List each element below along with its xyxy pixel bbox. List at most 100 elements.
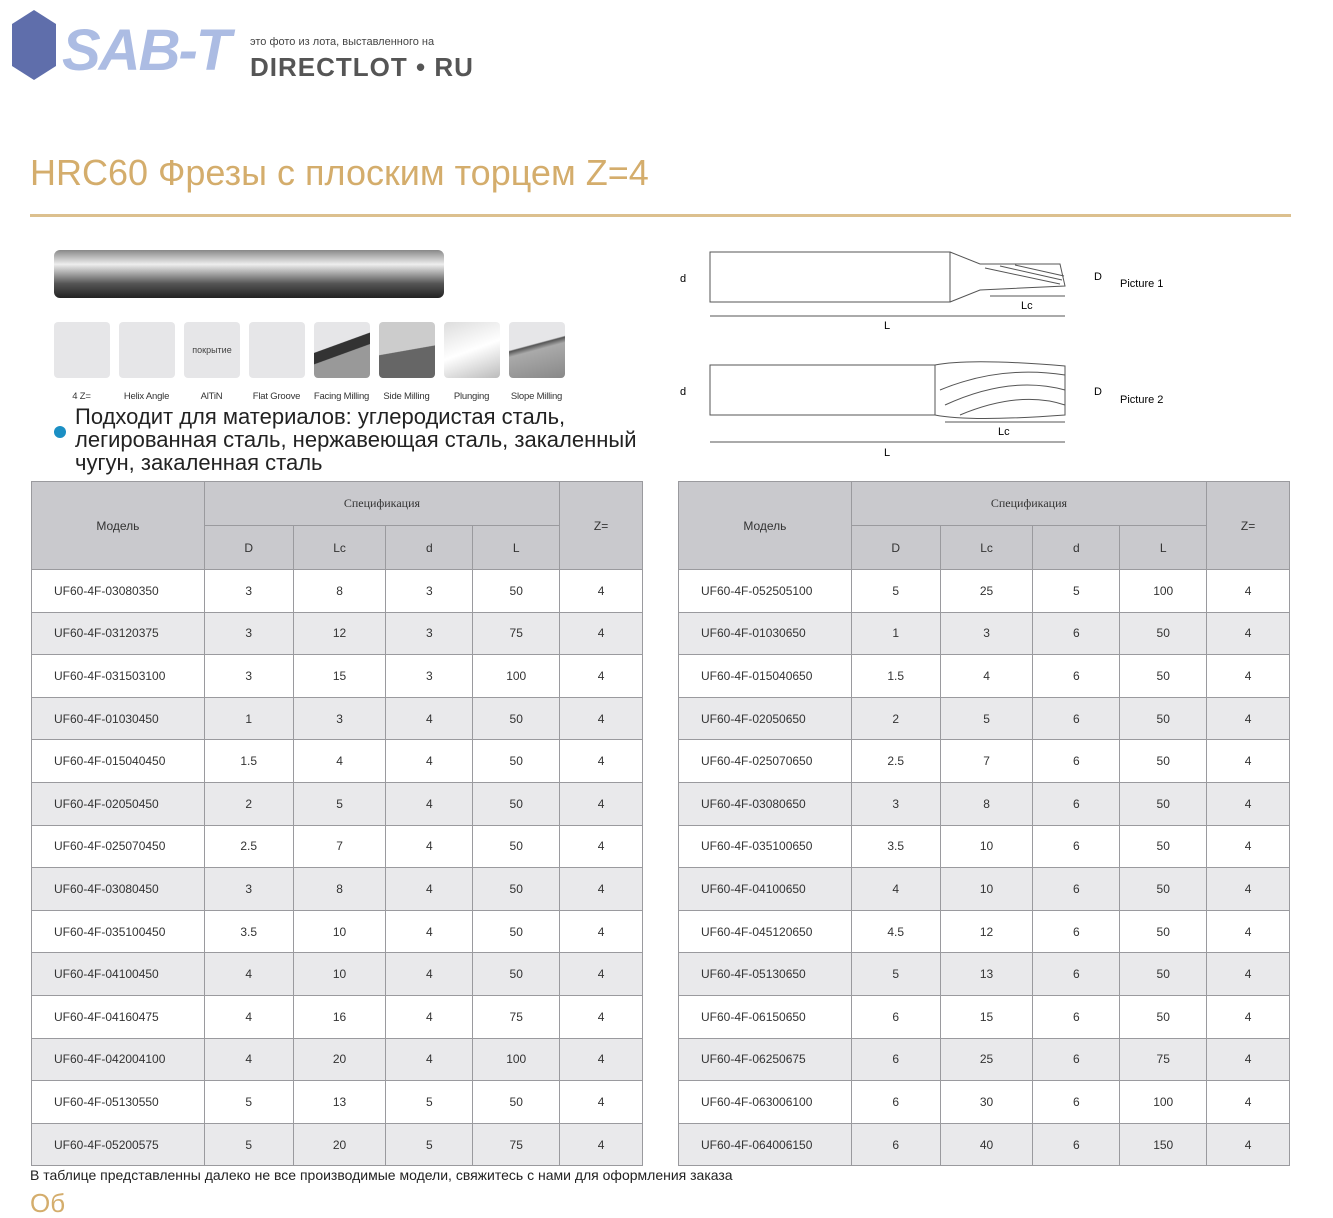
cell: 4	[1206, 569, 1290, 613]
feature-label: 4 Z=	[72, 391, 91, 402]
model-cell: UF60-4F-01030450	[31, 696, 205, 741]
slope-milling-icon	[509, 322, 565, 378]
cell: 75	[1119, 1037, 1208, 1082]
dim-d-1: d	[680, 273, 686, 285]
cell: 6	[1032, 654, 1121, 698]
cell: 4	[385, 739, 474, 783]
cell: 4	[559, 994, 643, 1039]
cell: 4	[850, 867, 941, 911]
cell: 75	[472, 1122, 561, 1167]
cell: 16	[292, 994, 387, 1039]
cell: 1.5	[850, 654, 941, 698]
cell: 6	[1032, 909, 1121, 954]
feature-labels: 4 Z= Helix Angle AlTiN Flat Groove Facin…	[50, 391, 568, 402]
dim-D-1: D	[1094, 271, 1102, 283]
model-cell: UF60-4F-02050650	[678, 696, 852, 741]
cell: 6	[1032, 867, 1121, 911]
model-cell: UF60-4F-06150650	[678, 994, 852, 1039]
header-D: D	[203, 525, 294, 570]
cell: 5	[1032, 569, 1121, 613]
header-model: Модель	[678, 481, 852, 570]
cell: 50	[472, 696, 561, 741]
cell: 4	[1206, 611, 1290, 656]
cell: 5	[203, 1122, 294, 1167]
cell: 6	[850, 1080, 941, 1124]
cell: 3	[203, 867, 294, 911]
cell: 10	[939, 824, 1034, 869]
cell: 50	[472, 909, 561, 954]
cell: 6	[850, 1037, 941, 1082]
cell: 4	[559, 739, 643, 783]
feature-label: AlTiN	[200, 391, 223, 402]
cell: 50	[472, 867, 561, 911]
cell: 25	[939, 569, 1034, 613]
model-cell: UF60-4F-05130550	[31, 1080, 205, 1124]
cell: 4	[385, 909, 474, 954]
flat-groove-icon	[249, 322, 305, 378]
cell: 10	[292, 909, 387, 954]
side-milling-icon	[379, 322, 435, 378]
model-cell: UF60-4F-05200575	[31, 1122, 205, 1167]
cell: 4	[559, 654, 643, 698]
header-L: L	[1119, 525, 1208, 570]
model-cell: UF60-4F-015040650	[678, 654, 852, 698]
cell: 30	[939, 1080, 1034, 1124]
model-cell: UF60-4F-042004100	[31, 1037, 205, 1082]
watermark-site: DIRECTLOT • RU	[250, 52, 474, 82]
plunging-icon	[444, 322, 500, 378]
flute-2	[934, 361, 1066, 419]
dim-L-2: L	[884, 447, 890, 459]
cell: 5	[292, 781, 387, 826]
cell: 8	[939, 781, 1034, 826]
cell: 3	[292, 696, 387, 741]
cell: 50	[472, 781, 561, 826]
cell: 1	[850, 611, 941, 656]
cell: 3	[939, 611, 1034, 656]
cell: 13	[939, 952, 1034, 996]
feature-label: Facing Milling	[313, 391, 370, 402]
cell: 4	[385, 696, 474, 741]
cell: 12	[939, 909, 1034, 954]
cell: 15	[939, 994, 1034, 1039]
cell: 3	[385, 611, 474, 656]
cell: 3	[385, 569, 474, 613]
next-section-heading: Об	[30, 1188, 66, 1218]
cell: 40	[939, 1122, 1034, 1167]
cell: 50	[1119, 739, 1208, 783]
cell: 6	[850, 994, 941, 1039]
header-z: Z=	[1206, 481, 1290, 570]
facing-milling-icon	[314, 322, 370, 378]
model-cell: UF60-4F-03080450	[31, 867, 205, 911]
model-cell: UF60-4F-035100450	[31, 909, 205, 954]
cell: 4	[385, 824, 474, 869]
cell: 3	[203, 654, 294, 698]
cell: 100	[472, 654, 561, 698]
model-cell: UF60-4F-04160475	[31, 994, 205, 1039]
cell: 100	[1119, 1080, 1208, 1124]
cell: 10	[292, 952, 387, 996]
cell: 50	[1119, 994, 1208, 1039]
header-d: d	[1032, 525, 1121, 570]
cell: 7	[292, 824, 387, 869]
cell: 3	[850, 781, 941, 826]
flutes-icon	[54, 322, 110, 378]
cell: 6	[1032, 781, 1121, 826]
cell: 50	[1119, 867, 1208, 911]
cell: 4	[1206, 1122, 1290, 1167]
header-z: Z=	[559, 481, 643, 570]
cell: 50	[472, 1080, 561, 1124]
cell: 5	[385, 1080, 474, 1124]
cell: 50	[1119, 654, 1208, 698]
model-cell: UF60-4F-06250675	[678, 1037, 852, 1082]
